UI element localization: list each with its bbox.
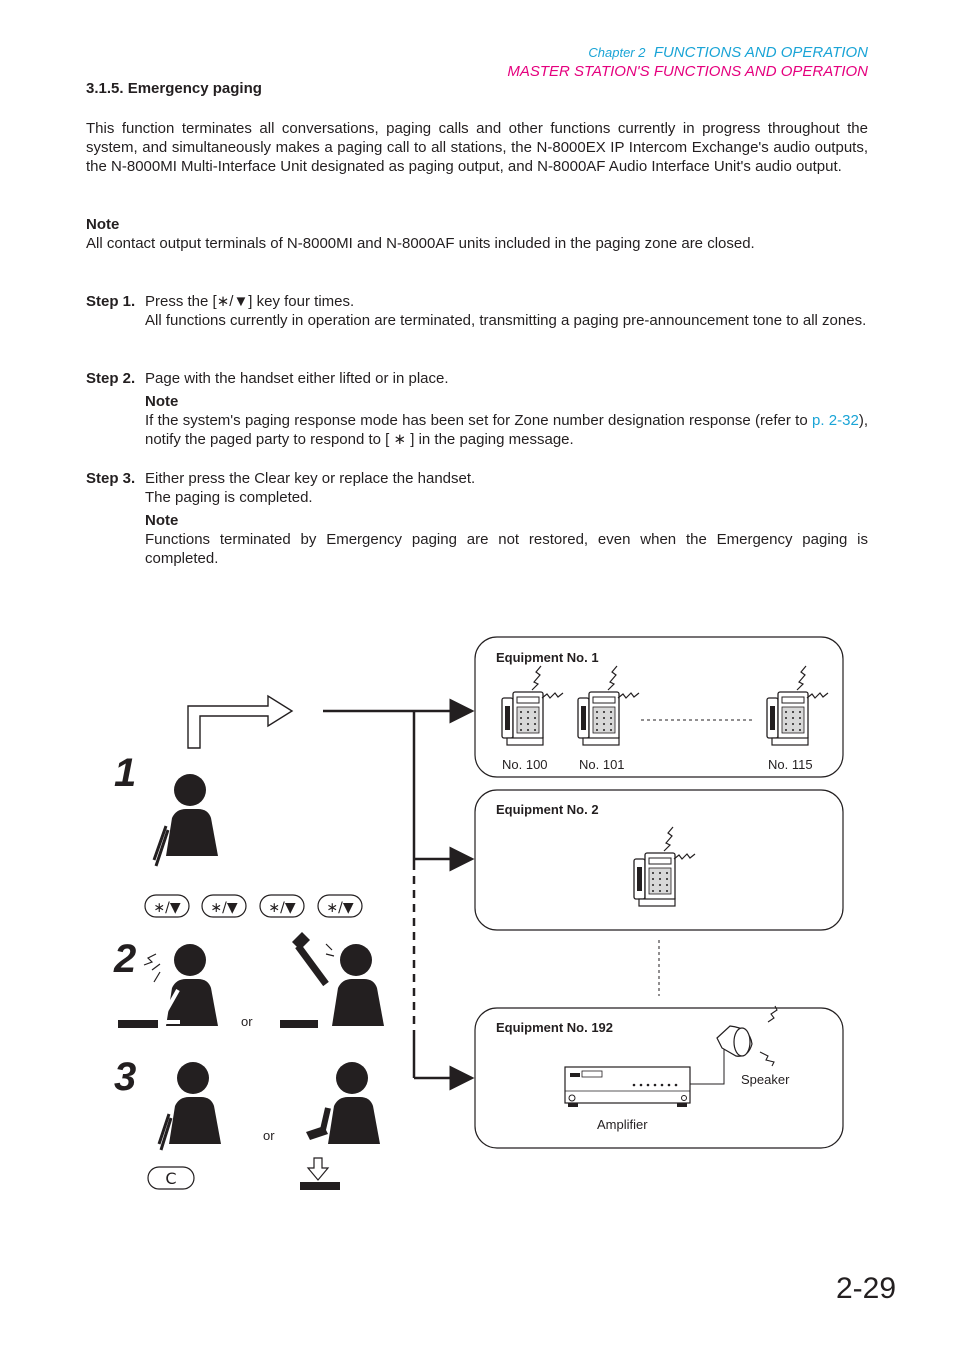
- or-label: or: [241, 1014, 253, 1029]
- step-2-note-heading: Note: [145, 393, 179, 410]
- equipment-192-box: Equipment No. 192 Speaker Amplifier: [474, 1005, 844, 1149]
- step-3-note-heading: Note: [145, 512, 179, 529]
- paging-arrow-icon: [187, 694, 294, 749]
- horn-speaker-icon: [716, 1005, 778, 1067]
- key-label: ∗/▼: [210, 900, 237, 916]
- equipment-1-box: Equipment No. 1 No. 100 No. 101 No. 115: [474, 636, 844, 778]
- person-speaking-hands-free-icon: [143, 944, 218, 1026]
- equipment-2-box: Equipment No. 2: [474, 789, 844, 931]
- step-1-line2: All functions currently in operation are…: [145, 312, 867, 329]
- section-header: MASTER STATION'S FUNCTIONS AND OPERATION: [507, 63, 868, 80]
- asterisk-down-key: [259, 894, 305, 918]
- step-3-line2: The paging is completed.: [145, 489, 313, 506]
- step-3-line1: Either press the Clear key or replace th…: [145, 470, 476, 487]
- step-label: Step 3.: [86, 470, 136, 487]
- note-text: ] in the paging message.: [406, 431, 574, 448]
- note-text: All contact output terminals of N-8000MI…: [86, 235, 755, 252]
- down-arrow-icon: [306, 1157, 330, 1181]
- amplifier-label: Amplifier: [597, 1117, 648, 1132]
- or-label: or: [263, 1128, 275, 1143]
- step-3: Step 3. Either press the Clear key or re…: [86, 469, 868, 568]
- step-2-note-text: If the system's paging response mode has…: [145, 411, 868, 449]
- equipment-title: Equipment No. 2: [496, 802, 599, 817]
- asterisk-down-key: [317, 894, 363, 918]
- person-with-handset-icon: [292, 932, 384, 1026]
- step-number-2: 2: [113, 937, 136, 981]
- key-symbol: ∗: [393, 431, 407, 448]
- note-text: If the system's paging response mode has…: [145, 412, 812, 429]
- step-text: ] key four times.: [248, 293, 355, 310]
- step-text: Press the [: [145, 293, 217, 310]
- step-1-line1: Press the [∗/▼] key four times.: [145, 292, 868, 311]
- chapter-header: Chapter 2 FUNCTIONS AND OPERATION: [588, 44, 868, 61]
- step-number-3: 3: [114, 1055, 136, 1099]
- step-number-1: 1: [114, 751, 136, 795]
- step-label: Step 2.: [86, 370, 136, 387]
- page-number: 2-29: [835, 1272, 896, 1305]
- person-replacing-handset-icon: [306, 1062, 380, 1144]
- person-pressing-key-icon: [152, 774, 218, 867]
- step-3-note-text: Functions terminated by Emergency paging…: [145, 531, 868, 567]
- note-text: ), notify the paged party to respond to …: [145, 412, 868, 448]
- chapter-title: FUNCTIONS AND OPERATION: [653, 44, 868, 61]
- asterisk-down-key: [144, 894, 190, 918]
- key-symbol: ∗/▼: [216, 293, 249, 310]
- key-label: ∗/▼: [326, 900, 353, 916]
- clear-key-label: C: [165, 1169, 176, 1188]
- key-label: ∗/▼: [153, 900, 180, 916]
- chapter-label: Chapter 2: [588, 45, 646, 60]
- speaker-label: Speaker: [741, 1072, 790, 1087]
- equipment-title: Equipment No. 192: [496, 1020, 613, 1035]
- station-label: No. 115: [768, 757, 813, 772]
- asterisk-down-key: [201, 894, 247, 918]
- desk-icon: [280, 1020, 318, 1028]
- step-2: Step 2. Page with the handset either lif…: [86, 369, 868, 449]
- station-label: No. 100: [502, 757, 548, 772]
- page-link[interactable]: p. 2-32: [811, 412, 859, 429]
- desk-icon: [118, 1020, 158, 1028]
- note-heading: Note: [86, 216, 120, 233]
- amplifier-icon: [564, 1066, 691, 1107]
- key-row: ∗/▼ ∗/▼ ∗/▼ ∗/▼: [144, 894, 363, 918]
- station-label: No. 101: [579, 757, 625, 772]
- emergency-paging-diagram: 1 2 3 ∗/▼ ∗/▼ ∗/▼ ∗/▼ or C or: [113, 636, 844, 1190]
- step-label: Step 1.: [86, 293, 136, 310]
- equipment-title: Equipment No. 1: [496, 650, 599, 665]
- step-2-line1: Page with the handset either lifted or i…: [145, 370, 449, 387]
- desk-icon: [300, 1182, 340, 1190]
- step-1: Step 1. Press the [∗/▼] key four times. …: [86, 292, 868, 330]
- connection-lines: [323, 698, 660, 1091]
- person-pressing-clear-icon: [157, 1062, 221, 1151]
- key-label: ∗/▼: [268, 900, 295, 916]
- section-heading: 3.1.5. Emergency paging: [86, 80, 262, 97]
- intro-paragraph: This function terminates all conversatio…: [86, 120, 868, 175]
- clear-key: [147, 1166, 195, 1190]
